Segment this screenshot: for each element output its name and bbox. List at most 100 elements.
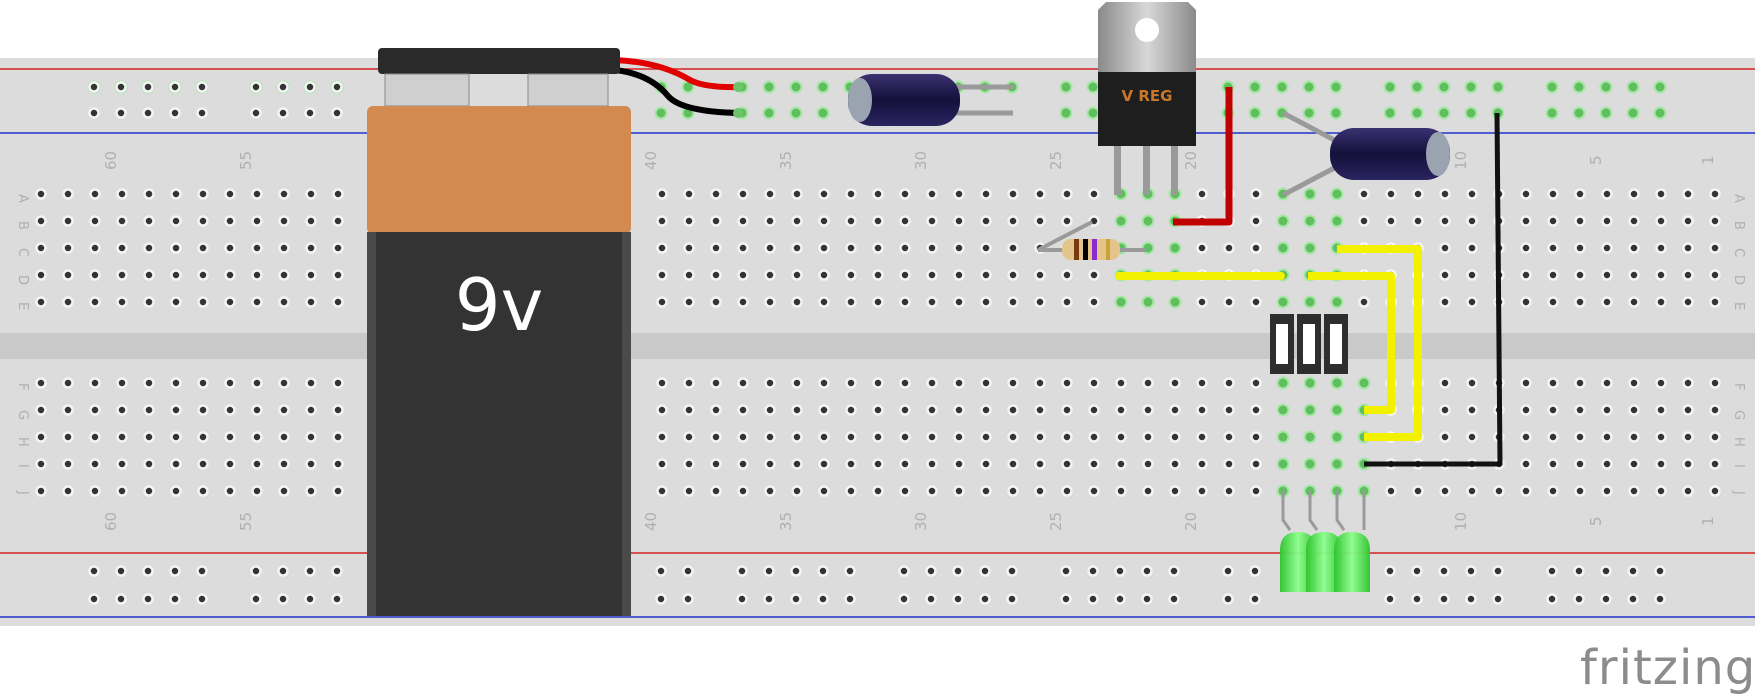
breadboard-hole[interactable] [710,269,722,281]
breadboard-hole[interactable] [1627,565,1639,577]
breadboard-hole-connected[interactable] [1276,457,1290,471]
breadboard-hole[interactable] [197,269,209,281]
breadboard-hole[interactable] [1250,458,1262,470]
breadboard-hole[interactable] [1601,269,1613,281]
breadboard-hole[interactable] [332,269,344,281]
breadboard-hole[interactable] [737,485,749,497]
breadboard-hole[interactable] [115,565,127,577]
breadboard-hole[interactable] [1627,593,1639,605]
breadboard-hole[interactable] [170,215,182,227]
breadboard-hole[interactable] [1169,431,1181,443]
breadboard-hole[interactable] [1223,296,1235,308]
breadboard-hole[interactable] [142,593,154,605]
breadboard-hole[interactable] [278,431,290,443]
breadboard-hole[interactable] [1115,458,1127,470]
breadboard-hole[interactable] [845,458,857,470]
breadboard-hole[interactable] [332,458,344,470]
breadboard-hole[interactable] [872,188,884,200]
breadboard-hole[interactable] [251,296,263,308]
breadboard-hole[interactable] [764,188,776,200]
breadboard-hole-connected[interactable] [1303,187,1317,201]
breadboard-hole[interactable] [737,431,749,443]
breadboard-hole[interactable] [872,269,884,281]
breadboard-hole[interactable] [89,242,101,254]
breadboard-hole-connected[interactable] [1626,80,1640,94]
breadboard-hole[interactable] [926,215,938,227]
breadboard-hole[interactable] [845,296,857,308]
breadboard-hole[interactable] [1438,565,1450,577]
breadboard-hole[interactable] [1249,565,1261,577]
breadboard-hole[interactable] [169,565,181,577]
breadboard-hole[interactable] [682,565,694,577]
breadboard-hole-connected[interactable] [1248,106,1262,120]
breadboard-hole-connected[interactable] [1276,241,1290,255]
breadboard-hole[interactable] [899,431,911,443]
breadboard-hole[interactable] [224,296,236,308]
breadboard-hole-connected[interactable] [1276,214,1290,228]
breadboard-hole[interactable] [899,188,911,200]
breadboard-hole[interactable] [1250,431,1262,443]
breadboard-hole[interactable] [305,377,317,389]
breadboard-hole[interactable] [1061,404,1073,416]
breadboard-hole[interactable] [1169,377,1181,389]
breadboard-hole[interactable] [1709,242,1721,254]
breadboard-hole[interactable] [1250,242,1262,254]
breadboard-hole[interactable] [980,269,992,281]
breadboard-hole[interactable] [872,458,884,470]
breadboard-hole[interactable] [278,485,290,497]
breadboard-hole[interactable] [1628,458,1640,470]
breadboard-hole[interactable] [1088,296,1100,308]
breadboard-hole[interactable] [1628,431,1640,443]
breadboard-hole[interactable] [1358,296,1370,308]
breadboard-hole-connected[interactable] [762,106,776,120]
breadboard-hole[interactable] [1034,215,1046,227]
breadboard-hole[interactable] [1168,593,1180,605]
breadboard-hole[interactable] [710,296,722,308]
breadboard-hole[interactable] [1655,188,1667,200]
breadboard-hole[interactable] [1439,377,1451,389]
breadboard-hole-connected[interactable] [789,80,803,94]
breadboard-hole[interactable] [845,485,857,497]
breadboard-hole[interactable] [791,188,803,200]
breadboard-hole[interactable] [1250,215,1262,227]
breadboard-hole[interactable] [1574,377,1586,389]
breadboard-hole[interactable] [143,377,155,389]
breadboard-hole[interactable] [1114,565,1126,577]
breadboard-hole[interactable] [1520,485,1532,497]
breadboard-hole[interactable] [1223,242,1235,254]
breadboard-hole[interactable] [818,242,830,254]
breadboard-hole[interactable] [899,269,911,281]
breadboard-hole[interactable] [1007,242,1019,254]
breadboard-hole[interactable] [1466,269,1478,281]
breadboard-hole[interactable] [278,215,290,227]
breadboard-hole[interactable] [1034,377,1046,389]
breadboard-hole[interactable] [1600,593,1612,605]
breadboard-hole[interactable] [35,485,47,497]
breadboard-hole[interactable] [197,242,209,254]
breadboard-hole[interactable] [1358,215,1370,227]
breadboard-hole-connected[interactable] [1545,106,1559,120]
breadboard-hole[interactable] [1466,485,1478,497]
breadboard-hole[interactable] [250,81,262,93]
breadboard-hole[interactable] [35,458,47,470]
breadboard-hole[interactable] [1601,485,1613,497]
breadboard-hole[interactable] [305,404,317,416]
breadboard-hole[interactable] [62,377,74,389]
breadboard-hole[interactable] [143,485,155,497]
breadboard-hole-connected[interactable] [1275,80,1289,94]
breadboard-hole[interactable] [1088,269,1100,281]
breadboard-hole[interactable] [305,188,317,200]
breadboard-hole[interactable] [196,81,208,93]
breadboard-hole[interactable] [1574,296,1586,308]
breadboard-hole[interactable] [116,431,128,443]
breadboard-hole[interactable] [1628,242,1640,254]
breadboard-hole[interactable] [224,377,236,389]
breadboard-hole[interactable] [710,458,722,470]
breadboard-hole[interactable] [1438,593,1450,605]
breadboard-hole[interactable] [170,242,182,254]
breadboard-hole[interactable] [1196,242,1208,254]
breadboard-hole[interactable] [1196,458,1208,470]
breadboard-hole[interactable] [655,565,667,577]
breadboard-hole[interactable] [332,431,344,443]
breadboard-hole[interactable] [251,377,263,389]
